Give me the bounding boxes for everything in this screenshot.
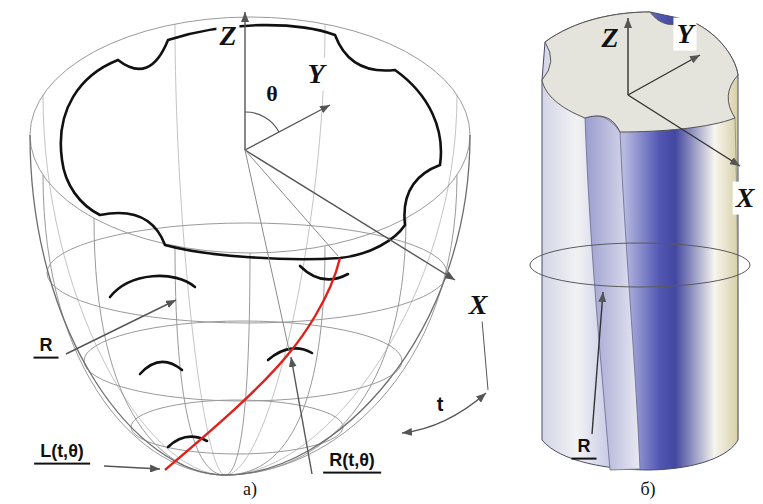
part-label: R <box>34 336 59 359</box>
generating-curve <box>165 258 340 470</box>
panel-label: б) <box>637 479 658 501</box>
panel-label: а) <box>240 479 260 501</box>
fluted-body <box>530 12 750 470</box>
axis-label: Z <box>216 20 239 53</box>
axis-label: Y <box>304 58 327 91</box>
part-label: R(t,θ) <box>323 451 381 474</box>
part-label: R <box>572 437 597 460</box>
part-label: L(t,θ) <box>34 442 90 465</box>
axis-label: Z <box>598 22 621 55</box>
axis-label: Y <box>673 18 696 51</box>
bowl-wireframe <box>30 17 470 475</box>
dimension-label: t <box>434 392 447 416</box>
axes <box>245 12 455 350</box>
axis-label: X <box>733 182 758 215</box>
angle-label: θ <box>263 81 280 107</box>
axes <box>592 18 740 434</box>
leader-lines <box>66 300 488 474</box>
axis-label: X <box>466 289 491 322</box>
